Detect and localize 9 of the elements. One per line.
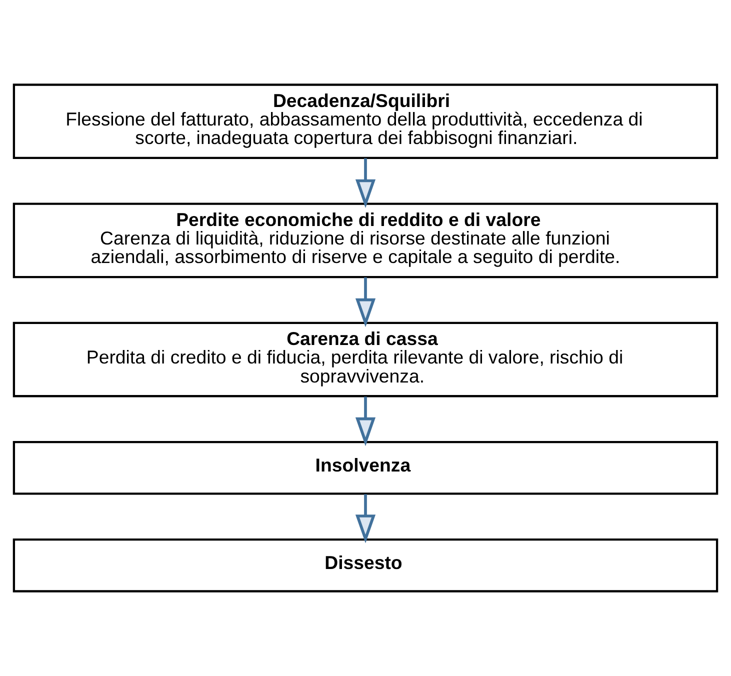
arrow xyxy=(355,494,376,544)
node-box: Decadenza/Squilibri Flessione del fatturato, abbassamento della produttività, eccedenza di scorte, inadeguata copertura dei fabbisogni finanziari. xyxy=(12,84,718,159)
arrow xyxy=(355,277,376,328)
node-box: Perdite economiche di reddito e di valore Carenza di liquidità, riduzione di risorse destinate alle funzioni aziendali, assorbimento di riserve e capitale a seguito di perdite. xyxy=(12,202,718,278)
arrow xyxy=(355,158,376,208)
node-box: Dissesto xyxy=(12,538,718,592)
arrow xyxy=(355,396,376,446)
node-box: Carenza di cassa Perdita di credito e di fiducia, perdita rilevante di valore, rischio di sopravvivenza. xyxy=(12,322,718,398)
node-box: Insolvenza xyxy=(12,440,718,495)
